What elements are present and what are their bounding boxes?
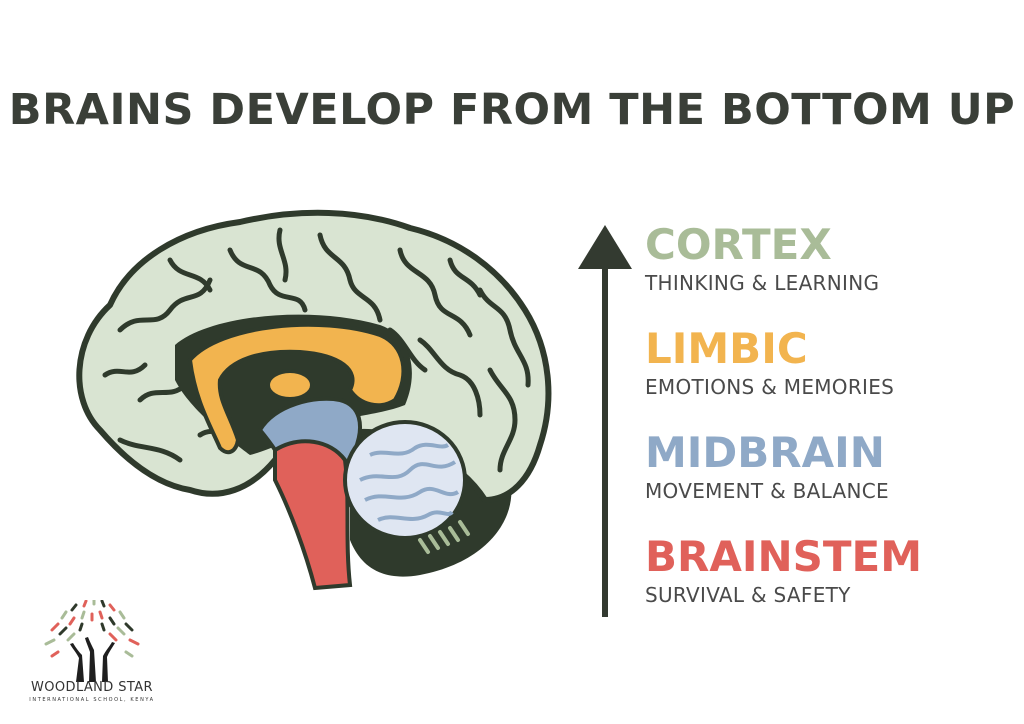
thalamus — [266, 369, 314, 401]
page-title: BRAINS DEVELOP FROM THE BOTTOM UP — [8, 85, 1016, 135]
level-brainstem: BRAINSTEM SURVIVAL & SAFETY — [645, 532, 1015, 608]
logo-subtitle: INTERNATIONAL SCHOOL, KENYA — [29, 697, 155, 703]
level-description-brainstem: SURVIVAL & SAFETY — [645, 583, 851, 607]
level-description-limbic: EMOTIONS & MEMORIES — [645, 375, 895, 399]
brain-illustration — [76, 209, 552, 591]
school-logo: WOODLAND STAR INTERNATIONAL SCHOOL, KENY… — [22, 600, 162, 710]
upward-arrow-icon — [578, 225, 632, 617]
limbic-region — [187, 322, 406, 455]
level-name-brainstem: BRAINSTEM — [645, 532, 923, 581]
pons-striations — [418, 520, 470, 554]
tree-logo-icon — [44, 600, 140, 682]
level-description-midbrain: MOVEMENT & BALANCE — [645, 479, 889, 503]
level-name-limbic: LIMBIC — [645, 324, 808, 373]
level-name-cortex: CORTEX — [645, 220, 832, 269]
level-limbic: LIMBIC EMOTIONS & MEMORIES — [645, 324, 1015, 400]
cerebellum-region — [343, 420, 467, 540]
brainstem-region — [273, 439, 353, 591]
level-midbrain: MIDBRAIN MOVEMENT & BALANCE — [645, 428, 1015, 504]
logo-name: WOODLAND STAR — [31, 680, 153, 695]
level-cortex: CORTEX THINKING & LEARNING — [645, 220, 1015, 296]
level-description-cortex: THINKING & LEARNING — [645, 271, 880, 295]
level-name-midbrain: MIDBRAIN — [645, 428, 885, 477]
